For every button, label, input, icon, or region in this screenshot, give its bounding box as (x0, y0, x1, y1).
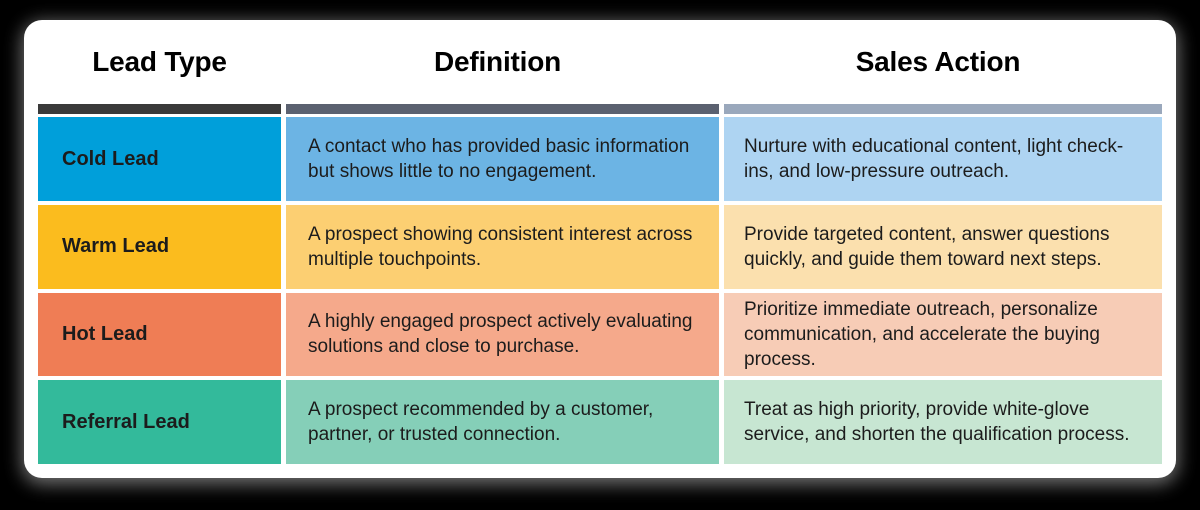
column-header-sales-action: Sales Action (855, 46, 1021, 77)
cell-lead-type: Hot Lead (38, 292, 281, 377)
cell-lead-type: Referral Lead (38, 380, 281, 464)
cell-definition: A highly engaged prospect actively evalu… (286, 292, 719, 377)
cell-definition: A prospect showing consistent interest a… (286, 204, 719, 289)
cell-sales-action: Prioritize immediate outreach, personali… (724, 292, 1162, 377)
divider-segment-definition (286, 104, 719, 114)
column-header-definition: Definition (433, 46, 562, 77)
cell-lead-type: Cold Lead (38, 117, 281, 201)
table-body: Cold Lead A contact who has provided bas… (38, 114, 1162, 464)
column-header-lead-type: Lead Type (92, 46, 227, 77)
table-row: Warm Lead A prospect showing consistent … (38, 204, 1162, 289)
cell-sales-action: Treat as high priority, provide white-gl… (724, 380, 1162, 464)
cell-sales-action: Nurture with educational content, light … (724, 117, 1162, 201)
divider-segment-lead-type (38, 104, 281, 114)
cell-definition: A contact who has provided basic informa… (286, 117, 719, 201)
table-row: Cold Lead A contact who has provided bas… (38, 117, 1162, 201)
cell-lead-type: Warm Lead (38, 204, 281, 289)
divider-segment-sales-action (724, 104, 1162, 114)
cell-definition: A prospect recommended by a customer, pa… (286, 380, 719, 464)
header-accent-divider (38, 104, 1162, 114)
table-header-row: Lead Type Definition Sales Action (38, 20, 1162, 104)
lead-type-table-card: Lead Type Definition Sales Action Cold L… (24, 20, 1176, 478)
cell-sales-action: Provide targeted content, answer questio… (724, 204, 1162, 289)
table-row: Referral Lead A prospect recommended by … (38, 380, 1162, 464)
table-row: Hot Lead A highly engaged prospect activ… (38, 292, 1162, 377)
